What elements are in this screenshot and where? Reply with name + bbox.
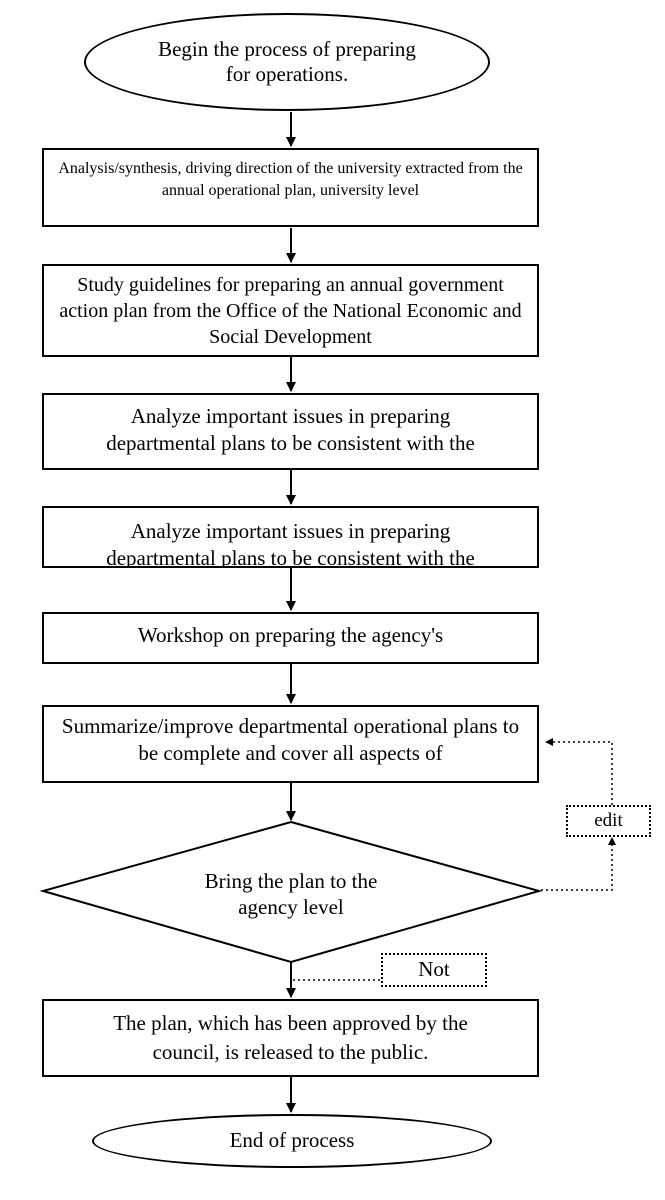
process-step-plan-released-label: The plan, which has been approved by the… <box>113 1011 468 1065</box>
process-step-study-guidelines: Study guidelines for preparing an annual… <box>42 264 539 357</box>
not-label-box: Not <box>381 953 487 987</box>
edit-loop-connector <box>541 837 616 891</box>
decision-diamond <box>39 820 543 964</box>
process-step-workshop-label: Workshop on preparing the agency's <box>137 623 444 647</box>
edit-label-box: edit <box>566 805 651 837</box>
start-terminator-label: Begin the process of preparing for opera… <box>158 36 416 86</box>
end-terminator: End of process <box>92 1114 492 1168</box>
decision-label: Bring the plan to the agency level <box>204 869 378 920</box>
process-step-analysis-synthesis: Analysis/synthesis, driving direction of… <box>42 148 539 227</box>
process-step-summarize-improve-label: Summarize/improve departmental operation… <box>61 714 520 766</box>
process-step-analyze-issues-2-label: Analyze important issues in preparing de… <box>106 519 475 568</box>
process-step-plan-released: The plan, which has been approved by the… <box>42 999 539 1077</box>
edit-loop-return-connector <box>545 738 613 805</box>
end-terminator-label: End of process <box>229 1128 355 1153</box>
start-terminator: Begin the process of preparing for opera… <box>84 13 490 111</box>
process-step-study-guidelines-label: Study guidelines for preparing an annual… <box>59 274 522 348</box>
process-step-summarize-improve: Summarize/improve departmental operation… <box>42 705 539 783</box>
process-step-workshop: Workshop on preparing the agency's <box>42 612 539 664</box>
edit-label: edit <box>594 809 623 831</box>
process-step-analysis-synthesis-label: Analysis/synthesis, driving direction of… <box>58 160 523 200</box>
process-step-analyze-issues-2: Analyze important issues in preparing de… <box>42 506 539 568</box>
process-step-analyze-issues-1: Analyze important issues in preparing de… <box>42 393 539 470</box>
process-step-analyze-issues-1-label: Analyze important issues in preparing de… <box>106 404 475 456</box>
not-label: Not <box>418 957 450 982</box>
